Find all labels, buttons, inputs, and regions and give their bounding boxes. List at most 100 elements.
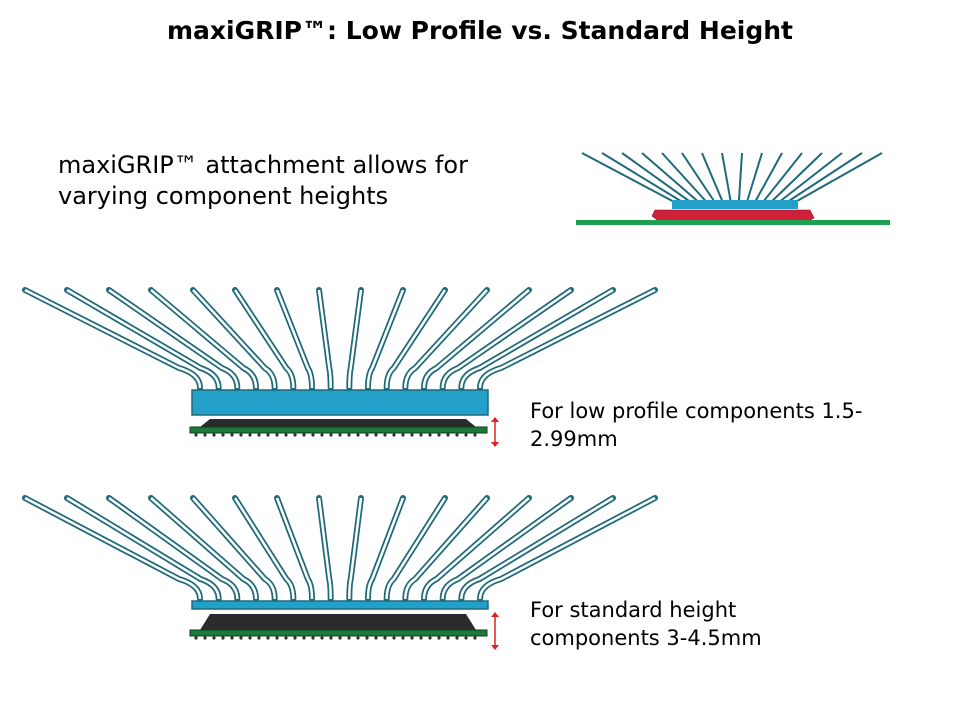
- heatsink-base: [191, 600, 489, 610]
- fin-inner: [478, 496, 656, 600]
- component-chip: [200, 419, 476, 427]
- fin-inner: [366, 289, 405, 389]
- fin-inner: [108, 496, 239, 600]
- solder-pin: [401, 433, 405, 437]
- small-fin: [701, 152, 725, 206]
- solder-pin: [284, 636, 288, 640]
- solder-pin: [194, 433, 198, 437]
- solder-pin: [302, 433, 306, 437]
- fin-inner: [275, 497, 314, 600]
- small-fin: [752, 152, 783, 206]
- fin-inner: [366, 497, 405, 600]
- small-fin: [621, 152, 696, 206]
- fin-inner: [66, 288, 220, 389]
- solder-pin: [392, 636, 396, 640]
- solder-pin: [203, 433, 207, 437]
- solder-pin: [266, 636, 270, 640]
- solder-pin: [446, 636, 450, 640]
- small-fin: [641, 152, 703, 206]
- solder-pin: [257, 636, 261, 640]
- solder-pin: [275, 636, 279, 640]
- fin: [22, 287, 203, 391]
- fin-inner: [460, 496, 614, 600]
- fin-inner: [422, 497, 530, 600]
- small-heatsink-base: [672, 200, 798, 209]
- solder-pin: [401, 636, 405, 640]
- solder-pin: [221, 636, 225, 640]
- fin-inner: [150, 497, 258, 600]
- solder-pin: [473, 433, 477, 437]
- small-heatsink-image: [576, 152, 890, 225]
- solder-pin: [212, 636, 216, 640]
- solder-pin: [212, 433, 216, 437]
- fin-inner: [233, 497, 295, 600]
- heatsink-base: [191, 389, 489, 416]
- fin-inner: [192, 497, 276, 600]
- fin-inner: [24, 288, 202, 389]
- solder-pin: [365, 636, 369, 640]
- solder-pin: [437, 433, 441, 437]
- small-fin: [601, 152, 688, 206]
- small-fin: [759, 152, 803, 206]
- solder-pin: [464, 433, 468, 437]
- solder-pin: [392, 433, 396, 437]
- solder-pin: [266, 433, 270, 437]
- fin-inner: [275, 289, 314, 389]
- solder-pin: [428, 636, 432, 640]
- fin-inner: [192, 289, 276, 389]
- solder-pin: [275, 433, 279, 437]
- fin-inner: [317, 497, 332, 600]
- solder-pin: [311, 433, 315, 437]
- solder-pin: [320, 636, 324, 640]
- small-pcb: [576, 220, 890, 225]
- slide-title: maxiGRIP™: Low Profile vs. Standard Heig…: [167, 16, 793, 45]
- solder-pin: [356, 636, 360, 640]
- solder-pin: [194, 636, 198, 640]
- solder-pin: [446, 433, 450, 437]
- solder-pin: [473, 636, 477, 640]
- pcb: [189, 629, 488, 637]
- solder-pin: [437, 636, 441, 640]
- solder-pin: [230, 636, 234, 640]
- small-fin: [581, 152, 681, 206]
- solder-pin: [347, 636, 351, 640]
- fin-inner: [441, 496, 572, 600]
- fin-inner: [317, 289, 332, 389]
- solder-pin: [293, 636, 297, 640]
- solder-pin: [230, 433, 234, 437]
- fin-inner: [348, 289, 363, 389]
- solder-pin: [374, 433, 378, 437]
- solder-pin: [293, 433, 297, 437]
- solder-pin: [383, 433, 387, 437]
- solder-pin: [419, 636, 423, 640]
- small-fin: [789, 152, 883, 206]
- fin-inner: [441, 288, 572, 389]
- small-fin: [737, 152, 743, 206]
- fin-inner: [422, 289, 530, 389]
- fin-inner: [24, 496, 202, 600]
- arrow-head-down: [491, 442, 499, 447]
- solder-pin: [347, 433, 351, 437]
- arrow-head-up: [491, 417, 499, 422]
- solder-pin: [320, 433, 324, 437]
- low-profile-heatsink-diagram: [22, 287, 658, 447]
- fin-inner: [348, 497, 363, 600]
- solder-pin: [239, 433, 243, 437]
- solder-pin: [374, 636, 378, 640]
- standard-height-caption: For standard height components 3-4.5mm: [530, 598, 762, 650]
- fin-inner: [404, 289, 488, 389]
- solder-pin: [419, 433, 423, 437]
- pcb: [189, 426, 488, 434]
- fin-inner: [478, 288, 656, 389]
- solder-pin: [455, 433, 459, 437]
- solder-pin: [311, 636, 315, 640]
- small-fin: [661, 152, 711, 206]
- standard-height-heatsink-diagram: [22, 495, 658, 650]
- fin-inner: [385, 289, 447, 389]
- component-chip: [200, 614, 476, 630]
- small-fin: [774, 152, 843, 206]
- solder-pin: [239, 636, 243, 640]
- solder-pin: [455, 636, 459, 640]
